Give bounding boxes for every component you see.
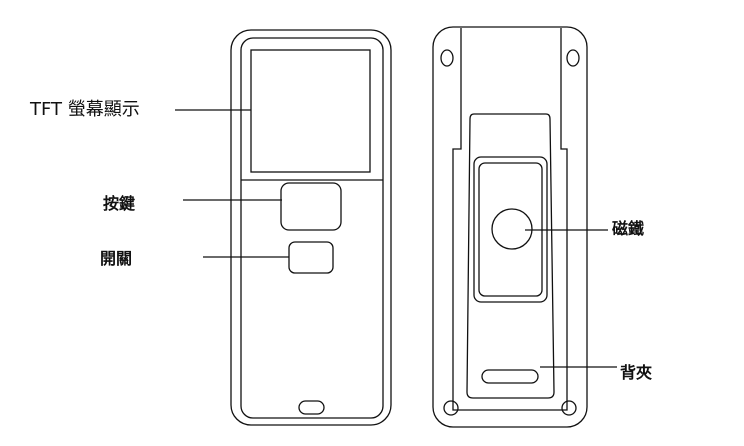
- clip-slot: [481, 369, 539, 384]
- magnet-icon: [491, 208, 533, 250]
- key-button: [280, 182, 342, 231]
- upper-plate: [452, 28, 568, 411]
- screw-hole-icon: [440, 49, 454, 67]
- tft-screen: [250, 49, 371, 173]
- label-back-clip: 背夾: [620, 363, 653, 382]
- screw-hole-icon: [566, 49, 580, 67]
- screw-hole-icon: [561, 400, 577, 416]
- back-outer-case: [432, 26, 588, 428]
- front-view: [175, 29, 392, 426]
- back-view: [432, 26, 617, 428]
- power-switch: [288, 241, 334, 274]
- back-clip: [466, 113, 555, 399]
- bottom-oval: [298, 400, 325, 415]
- label-button: 按鍵: [103, 194, 136, 213]
- label-tft-display: TFT 螢幕顯示: [30, 99, 140, 120]
- label-magnet: 磁鐵: [612, 219, 645, 238]
- label-switch: 開關: [100, 249, 133, 268]
- screw-hole-icon: [443, 400, 459, 416]
- front-inner-bezel: [240, 37, 384, 419]
- front-outer-case: [230, 29, 392, 426]
